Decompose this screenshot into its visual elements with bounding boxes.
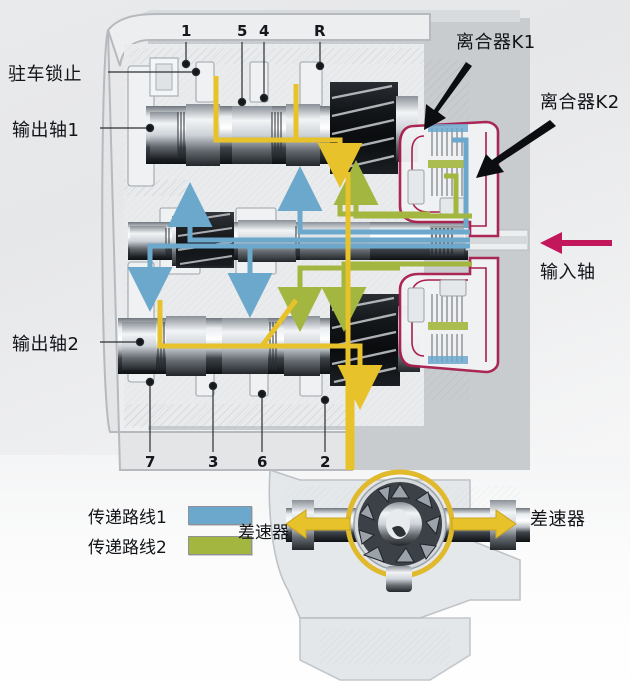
legend-swatch-path-1 — [188, 506, 252, 525]
output-shaft-1-assembly — [146, 82, 418, 174]
label-park-lock: 驻车锁止 — [8, 64, 82, 85]
differential-bevel-gears — [358, 482, 442, 592]
gold-lower-2 — [259, 298, 299, 348]
power-path-1 — [127, 137, 470, 318]
label-output-shaft-1: 输出轴1 — [12, 120, 80, 141]
path1-into-k1 — [452, 137, 469, 228]
gold-lower-1 — [157, 300, 383, 410]
path1-branch-down-left — [127, 243, 470, 312]
gear-callout-top-1: 1 — [181, 22, 192, 40]
output-power-path — [157, 76, 383, 470]
diff-arrow-left-icon — [285, 509, 351, 539]
gear-callout-top-5: 5 — [237, 22, 248, 40]
gear-callout-bottom-2: 2 — [320, 453, 331, 471]
label-clutch-k1: 离合器K1 — [456, 32, 536, 53]
path1-center-up — [277, 166, 470, 235]
label-clutch-k2: 离合器K2 — [540, 92, 620, 113]
gear-callout-top-R: R — [314, 22, 326, 40]
label-differential-right: 差速器 — [530, 509, 586, 530]
clutch-k2-arrow-icon — [476, 120, 556, 178]
case-left-shell — [101, 29, 353, 471]
gold-upper-1 — [213, 76, 363, 188]
label-output-shaft-2: 输出轴2 — [12, 334, 80, 355]
path2-into-k2 — [444, 173, 459, 218]
differential-output-arrows — [285, 509, 517, 539]
legend-swatch-path-2 — [188, 536, 252, 555]
gear-callout-top-4: 4 — [259, 22, 270, 40]
clutch-k1-arrow-icon — [424, 62, 472, 130]
path2-down-right — [321, 261, 472, 332]
diff-arrow-right-icon — [451, 509, 517, 539]
clutch-assembly — [398, 120, 500, 374]
path1-branch-up — [167, 182, 470, 243]
gear-callout-bottom-3: 3 — [208, 453, 219, 471]
label-input-shaft: 输入轴 — [540, 262, 596, 283]
path2-down — [277, 265, 400, 332]
legend-label-path-2: 传递路线2 — [88, 538, 167, 558]
power-path-2 — [277, 160, 472, 332]
path2-up — [337, 196, 430, 217]
input-shaft-arrow-icon — [540, 232, 612, 254]
legend-label-differential: 差速器 — [238, 523, 289, 543]
legend-label-path-1: 传递路线1 — [88, 508, 167, 528]
park-lock-detail — [149, 57, 179, 97]
gear-callout-bottom-7: 7 — [145, 453, 156, 471]
gear-callout-bottom-6: 6 — [257, 453, 268, 471]
